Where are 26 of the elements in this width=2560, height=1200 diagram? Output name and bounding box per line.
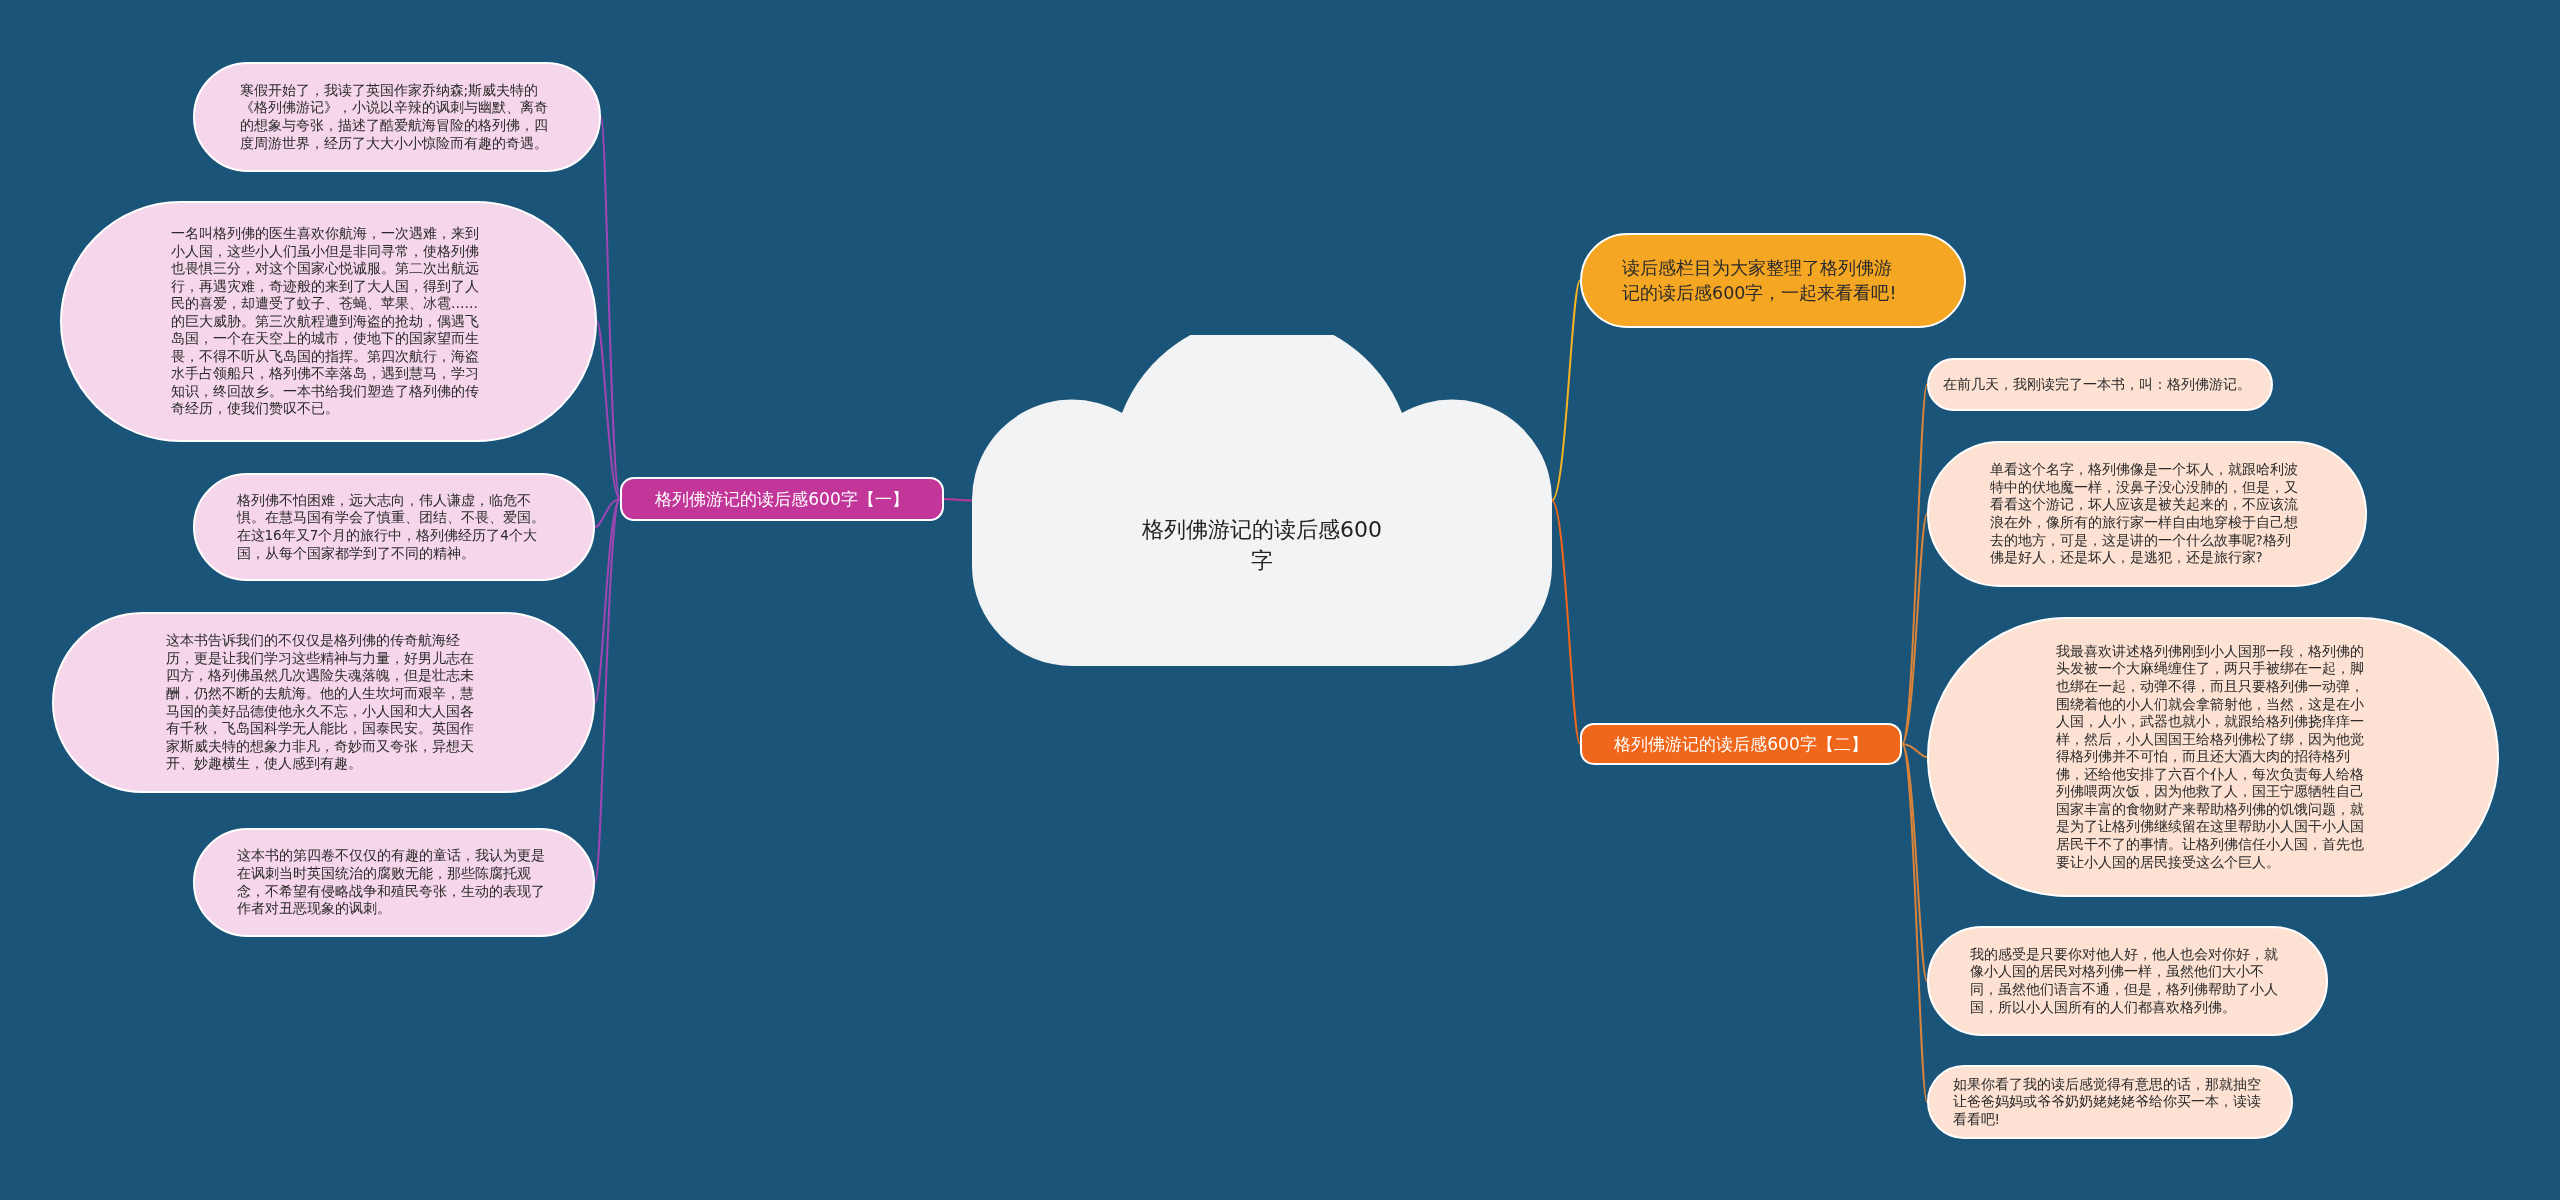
text-bubble: 我的感受是只要你对他人好，他人也会对你好，就像小人国的居民对格列佛一样，虽然他们大小不同，虽然他们语言不通，但是，格列佛帮助了小人国，所以小人国所有的人们都喜欢格列佛。: [1927, 926, 2328, 1036]
connector-line: [1901, 743, 1928, 982]
text-bubble: 单看这个名字，格列佛像是一个坏人，就跟哈利波特中的伏地魔一样，没鼻子没心没肺的，但是，又看看这个游记，坏人应该是被关起来的，不应该流浪在外，像所有的旅行家一样自由地穿梭于自己想去的地方，可是，这是讲的一个什么故事呢?格列佛是好人，还是坏人，是逃犯，还是旅行家?: [1927, 441, 2367, 587]
text-bubble: 我最喜欢讲述格列佛刚到小人国那一段，格列佛的头发被一个大麻绳缠住了，两只手被绑在一起，脚也绑在一起，动弹不得，而且只要格列佛一动弹，围绕着他的小人们就会拿箭射他，当然，这是在小人国，人小，武器也就小，就跟给格列佛挠痒痒一样，然后，小人国国王给格列佛松了绑，因为他觉得格列佛并不可怕，而且还大酒大肉的招待格列佛，还给他安排了六百个仆人，每次负责每人给格列佛喂两次饭，因为他救了人，国王宁愿牺牲自己国家丰富的食物财产来帮助格列佛的饥饿问题，就是为了让格列佛继续留在这里帮助小人国干小人国居民干不了的事情。让格列佛信任小人国，首先也要让小人国的居民接受这么个巨人。: [1927, 617, 2499, 897]
connector-line: [1551, 499, 1581, 745]
text-bubble: 一名叫格列佛的医生喜欢你航海，一次遇难，来到小人国，这些小人们虽小但是非同寻常，使格列佛也畏惧三分，对这个国家心悦诚服。第二次出航远行，再遇灾难，奇迹般的来到了大人国，得到了人民的喜爱，却遭受了蚊子、苍蝇、苹果、冰雹……的巨大威胁。第三次航程遭到海盗的抢劫，偶遇飞岛国，一个在天空上的城市，使地下的国家望而生畏，不得不听从飞岛国的指挥。第四次航行，海盗水手占领船只，格列佛不幸落岛，遇到慧马，学习知识，终回故乡。一本书给我们塑造了格列佛的传奇经历，使我们赞叹不已。: [60, 201, 597, 442]
connector-line: [600, 116, 621, 500]
connector-line: [1901, 743, 1928, 1103]
branch-box: 格列佛游记的读后感600字【一】: [620, 477, 944, 521]
connector-line: [1551, 279, 1581, 502]
connector-line: [594, 498, 621, 704]
text-bubble: 格列佛不怕困难，远大志向，伟人谦虚，临危不惧。在慧马国有学会了慎重、团结、不畏、爱国。在这16年又7个月的旅行中，格列佛经历了4个大国，从每个国家都学到了不同的精神。: [193, 473, 595, 581]
topic-box: 读后感栏目为大家整理了格列佛游记的读后感600字，一起来看看吧!: [1580, 233, 1966, 328]
connector-line: [594, 498, 621, 884]
connector-line: [943, 498, 973, 502]
connector-line: [1901, 743, 1928, 758]
branch-box: 格列佛游记的读后感600字【二】: [1580, 723, 1902, 765]
text-bubble: 这本书的第四卷不仅仅的有趣的童话，我认为更是在讽刺当时英国统治的腐败无能，那些陈腐托观念，不希望有侵略战争和殖民夸张，生动的表现了作者对丑恶现象的讽刺。: [193, 828, 595, 937]
text-bubble: 这本书告诉我们的不仅仅是格列佛的传奇航海经历，更是让我们学习这些精神与力量，好男儿志在四方，格列佛虽然几次遇险失魂落魄，但是壮志未酬，仍然不断的去航海。他的人生坎坷而艰辛，慧马国的美好品德使他永久不忘，小人国和大人国各有千秋，飞岛国科学无人能比，国泰民安。英国作家斯威夫特的想象力非凡，奇妙而又夸张，异想天开、妙趣横生，使人感到有趣。: [52, 612, 595, 793]
text-bubble: 寒假开始了，我读了英国作家乔纳森;斯威夫特的《格列佛游记》，小说以辛辣的讽刺与幽默、离奇的想象与夸张，描述了酷爱航海冒险的格列佛，四度周游世界，经历了大大小小惊险而有趣的奇遇。: [193, 62, 601, 172]
connector-line: [1901, 513, 1928, 745]
text-bubble: 在前几天，我刚读完了一本书，叫：格列佛游记。: [1927, 358, 2273, 411]
connector-line: [596, 320, 621, 500]
connector-line: [594, 498, 621, 528]
text-bubble: 如果你看了我的读后感觉得有意思的话，那就抽空让爸爸妈妈或爷爷奶奶姥姥姥爷给你买一本，读读看看吧!: [1927, 1065, 2293, 1139]
cloud-shape: 格列佛游记的读后感600字: [972, 335, 1552, 666]
